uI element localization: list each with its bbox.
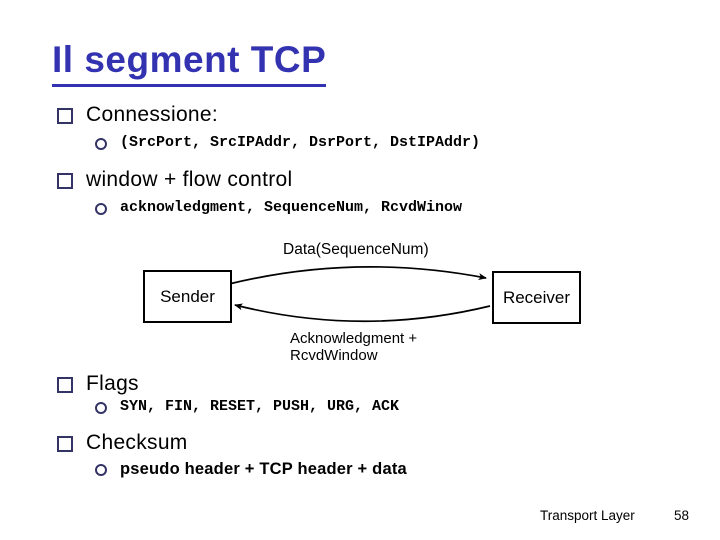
ack-arrow-receiver-to-sender — [234, 303, 491, 323]
sub-item-label: (SrcPort, SrcIPAddr, DsrPort, DstIPAddr) — [120, 134, 481, 151]
data-arrow-sender-to-receiver — [228, 266, 487, 285]
slide-title: Il segment TCP — [52, 39, 327, 87]
sender-label: Sender — [160, 286, 215, 306]
diagram-data-label: Data(SequenceNum) — [283, 241, 429, 258]
sub-item-label: SYN, FIN, RESET, PUSH, URG, ACK — [120, 398, 400, 415]
ack-label-line1: Acknowledgment + — [290, 330, 418, 347]
circle-bullet-icon — [95, 138, 107, 150]
bullet-label: Flags — [86, 372, 139, 395]
footer-label: Transport Layer — [540, 508, 635, 523]
receiver-label: Receiver — [502, 287, 571, 307]
diagram-ack-label: Acknowledgment + RcvdWindow — [290, 330, 417, 364]
circle-bullet-icon — [95, 464, 107, 476]
bullet-item-flags: Flags — [57, 372, 139, 396]
sub-item-flag-list: SYN, FIN, RESET, PUSH, URG, ACK — [95, 398, 399, 415]
bullet-label: Connessione: — [86, 103, 219, 126]
square-bullet-icon — [57, 377, 73, 393]
circle-bullet-icon — [95, 402, 107, 414]
bullet-item-connessione: Connessione: — [57, 103, 218, 127]
sub-item-label: pseudo header + TCP header + data — [120, 460, 407, 478]
bullet-label: window + flow control — [86, 168, 293, 191]
receiver-box: Receiver — [492, 271, 581, 324]
circle-bullet-icon — [95, 203, 107, 215]
square-bullet-icon — [57, 436, 73, 452]
sender-box: Sender — [143, 270, 232, 323]
square-bullet-icon — [57, 173, 73, 189]
sub-item-connection-tuple: (SrcPort, SrcIPAddr, DsrPort, DstIPAddr) — [95, 134, 480, 151]
bullet-item-window-flow-control: window + flow control — [57, 168, 292, 192]
sub-item-ack-seq-window: acknowledgment, SequenceNum, RcvdWinow — [95, 199, 462, 216]
square-bullet-icon — [57, 108, 73, 124]
sub-item-checksum-scope: pseudo header + TCP header + data — [95, 460, 407, 479]
sub-item-label: acknowledgment, SequenceNum, RcvdWinow — [120, 199, 463, 216]
bullet-label: Checksum — [86, 431, 188, 454]
page-number: 58 — [674, 508, 690, 523]
ack-label-line2: RcvdWindow — [290, 347, 378, 364]
bullet-item-checksum: Checksum — [57, 431, 188, 455]
